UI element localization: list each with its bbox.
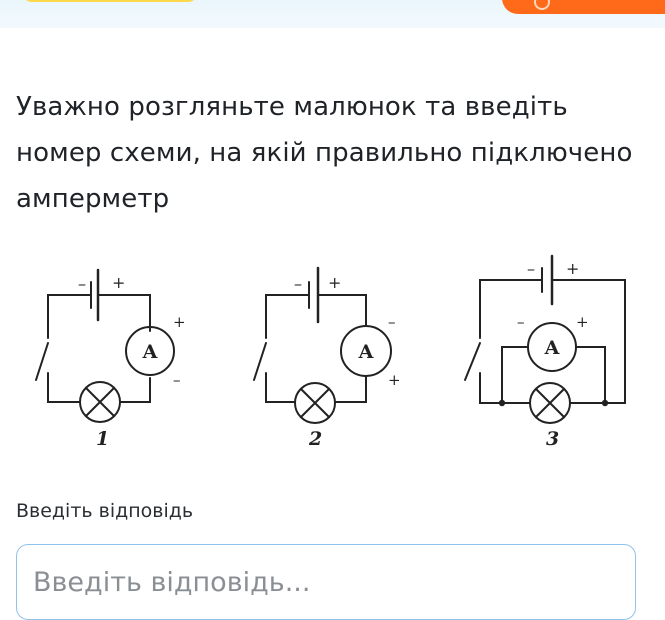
clock-icon (534, 0, 550, 10)
circuit-3 (464, 254, 626, 424)
top-bar (0, 0, 665, 28)
answer-label: Введіть відповідь (16, 500, 194, 522)
battery-1-minus: – (78, 274, 86, 293)
ammeter-1-plus: + (173, 313, 186, 331)
battery-2-minus: – (294, 274, 302, 293)
answer-input[interactable] (16, 544, 636, 620)
question-text: Уважно розгляньте малюнок та введіть ном… (16, 92, 633, 214)
ammeter-3-plus: + (576, 313, 589, 331)
ammeter-1-symbol: A (142, 341, 158, 363)
ammeter-2-minus: – (388, 313, 396, 331)
ammeter-1-minus: – (173, 371, 181, 389)
circuit-3-number: 3 (546, 428, 559, 450)
top-orange-button[interactable] (502, 0, 665, 14)
battery-1-plus: + (112, 273, 125, 292)
ammeter-3-symbol: A (544, 337, 560, 359)
battery-3-minus: – (527, 259, 535, 278)
battery-3-plus: + (566, 259, 579, 278)
circuit-1-number: 1 (96, 428, 109, 450)
circuit-2 (253, 266, 392, 424)
ammeter-2-plus: + (388, 371, 401, 389)
top-yellow-button[interactable] (22, 0, 198, 2)
circuit-figure: A – + + – 1 A – + – + 2 A – + – + 3 (35, 254, 626, 450)
circuit-1 (35, 268, 175, 423)
battery-2-plus: + (328, 273, 341, 292)
circuit-2-number: 2 (308, 428, 322, 450)
ammeter-2-symbol: A (358, 341, 374, 363)
ammeter-3-minus: – (517, 313, 525, 331)
